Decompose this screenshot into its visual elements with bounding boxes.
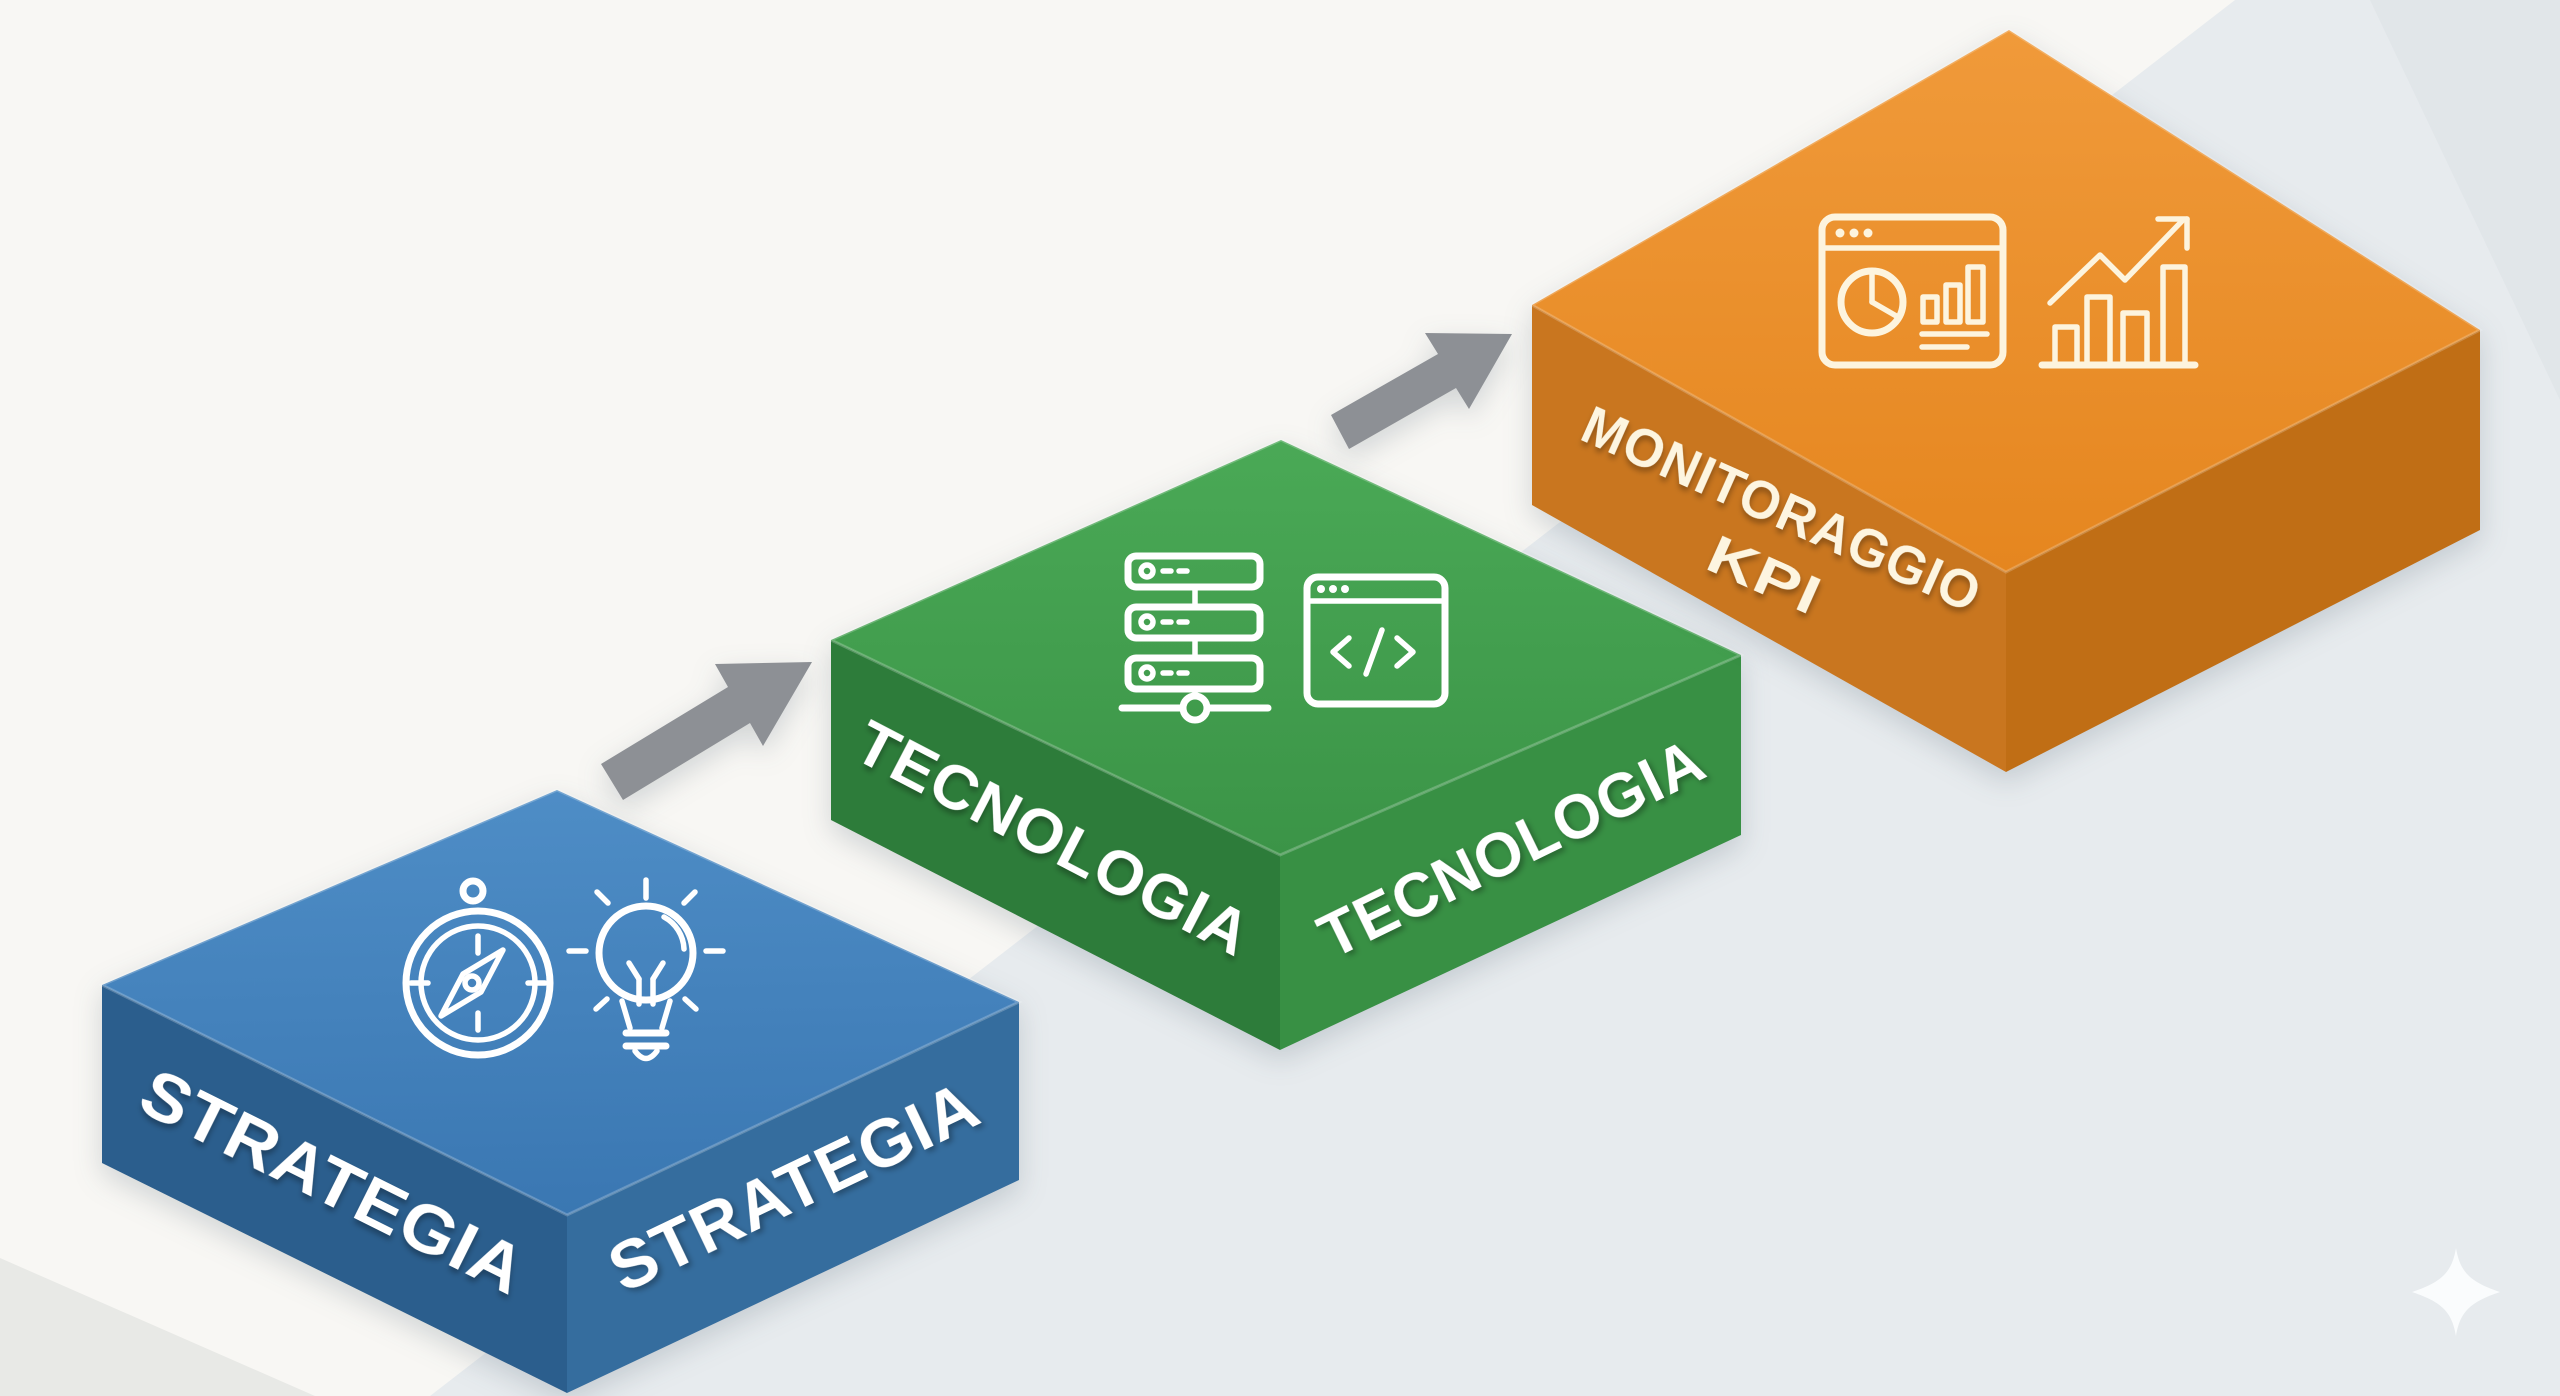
- server-stack-icon: [1118, 552, 1272, 724]
- tecnologia-top-face: [827, 438, 1745, 857]
- strategia-left-face: [102, 985, 567, 1393]
- step-box-strategia: STRATEGIA STRATEGIA: [98, 788, 1023, 1393]
- strategia-right-face: [567, 1002, 1019, 1393]
- sparkle-icon: [2412, 1248, 2500, 1336]
- lightbulb-icon: [566, 877, 726, 1062]
- growth-chart-icon: [2038, 216, 2199, 369]
- background-shade-corner: [2370, 0, 2560, 400]
- tecnologia-left-face: [831, 640, 1280, 1050]
- code-window-icon: [1303, 573, 1449, 708]
- compass-icon: [402, 877, 554, 1059]
- monitoraggio-right-face: [2006, 330, 2480, 772]
- flow-arrow-2: [1331, 333, 1512, 449]
- monitoraggio-left-face: [1532, 305, 2006, 772]
- tecnologia-right-face: [1280, 655, 1741, 1050]
- dashboard-icon: [1818, 213, 2007, 369]
- flow-arrow-1: [601, 662, 812, 800]
- background-shade-bottom-left: [0, 1258, 315, 1396]
- strategia-top-face: [98, 788, 1023, 1217]
